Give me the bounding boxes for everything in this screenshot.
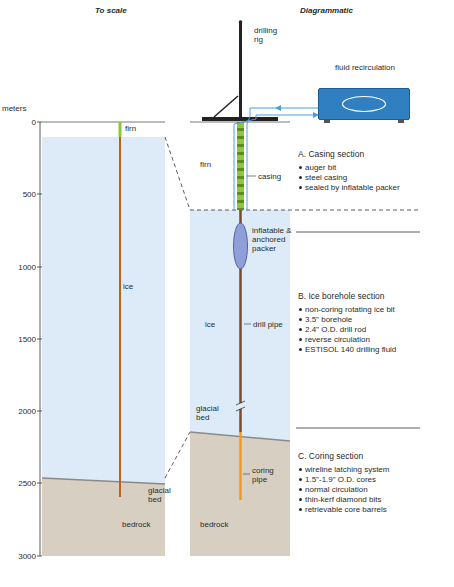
fluid-line — [234, 124, 235, 210]
bullet-item: non-coring rotating ice bit — [305, 305, 395, 314]
drill-pipe — [239, 409, 242, 432]
part-label: glacial bed — [196, 404, 226, 422]
leader-line — [247, 176, 256, 177]
bullet-dot — [299, 468, 302, 471]
bullet-item: 3.5" borehole — [305, 315, 352, 324]
part-label: 2500 — [6, 479, 36, 488]
leader-line — [244, 324, 251, 325]
part-label: meters — [2, 104, 26, 113]
fluid-line — [247, 124, 248, 210]
bullet-item: thin-kerf diamond bits — [305, 495, 381, 504]
part-label: bedrock — [122, 520, 150, 529]
part-label: 1000 — [6, 263, 36, 272]
section-heading: C. Coring section — [298, 452, 363, 461]
part-label: casing — [258, 172, 281, 181]
part-label: firn — [200, 160, 211, 169]
tank-foot — [324, 120, 330, 123]
bullet-dot — [299, 488, 302, 491]
section-divider — [296, 232, 420, 233]
rig-mast — [239, 22, 242, 118]
bedrock-region — [42, 478, 165, 556]
bullet-dot — [299, 166, 302, 169]
bullet-item: normal circulation — [305, 485, 368, 494]
bullet-item: retrievable core barrels — [305, 505, 387, 514]
part-label: drill pipe — [253, 320, 283, 329]
bedrock-region — [190, 432, 290, 556]
part-label: firn — [125, 124, 136, 133]
part-label: coring pipe — [252, 466, 284, 484]
bullet-dot — [299, 348, 302, 351]
bullet-item: 2.4" O.D. drill rod — [305, 325, 366, 334]
bullet-item: sealed by inflatable packer — [305, 183, 400, 192]
section-heading: A. Casing section — [298, 150, 364, 159]
part-label: glacial bed — [148, 486, 176, 504]
ice-region — [42, 137, 165, 484]
part-label: 0 — [6, 118, 36, 127]
axis-ticks — [37, 122, 42, 556]
surface-line — [42, 122, 165, 123]
part-label: 2000 — [6, 407, 36, 416]
bullet-item: reverse circulation — [305, 335, 370, 344]
bullet-item: auger bit — [305, 163, 336, 172]
glacial-bed-line — [42, 478, 165, 484]
drilling-rig: drilling rig — [200, 20, 276, 120]
swirl-symbol — [319, 89, 409, 119]
rig-brace — [214, 96, 238, 117]
part-label: inflatable & anchored packer — [252, 226, 298, 253]
part-label: 3000 — [6, 552, 36, 561]
casing-pipe — [237, 122, 244, 210]
bullet-dot — [299, 508, 302, 511]
part-label: ice — [205, 320, 215, 329]
break-mark — [236, 401, 245, 405]
bullet-item: 1.5"-1.9" O.D. cores — [305, 475, 376, 484]
bullet-dot — [299, 498, 302, 501]
bullet-dot — [299, 308, 302, 311]
break-mark — [236, 407, 245, 411]
bullet-item: ESTISOL 140 drilling fluid — [305, 345, 396, 354]
zoom-line — [165, 432, 190, 478]
column-title: Diagrammatic — [300, 6, 353, 15]
part-label: 500 — [6, 190, 36, 199]
part-label: 1500 — [6, 335, 36, 344]
column-title: To scale — [95, 6, 127, 15]
casing-scale — [119, 122, 122, 137]
part-label: ice — [123, 282, 133, 291]
rig-top — [239, 20, 243, 24]
bullet-dot — [299, 328, 302, 331]
rig-platform — [202, 117, 278, 121]
node-label: fluid recirculation — [319, 63, 411, 72]
bullet-dot — [299, 186, 302, 189]
fluid-arrow — [276, 107, 318, 108]
fluid-line — [247, 108, 276, 124]
section-divider — [296, 428, 420, 429]
bullet-dot — [299, 176, 302, 179]
leader-line — [243, 474, 250, 475]
node-label: drilling rig — [254, 26, 278, 44]
borehole — [119, 136, 121, 497]
recirculation-tank: fluid recirculation — [318, 88, 410, 120]
bullet-dot — [299, 338, 302, 341]
fluid-arrow — [276, 114, 318, 115]
zoom-line — [165, 137, 190, 210]
bullet-item: steel casing — [305, 173, 347, 182]
section-divider — [190, 210, 420, 211]
fluid-line — [234, 115, 276, 124]
coring-pipe — [239, 432, 242, 500]
bullet-dot — [299, 318, 302, 321]
tank-foot — [398, 120, 404, 123]
section-heading: B. Ice borehole section — [298, 292, 384, 301]
packer — [234, 223, 248, 269]
bullet-item: wireline latching system — [305, 465, 389, 474]
part-label: bedrock — [200, 520, 228, 529]
bullet-dot — [299, 478, 302, 481]
